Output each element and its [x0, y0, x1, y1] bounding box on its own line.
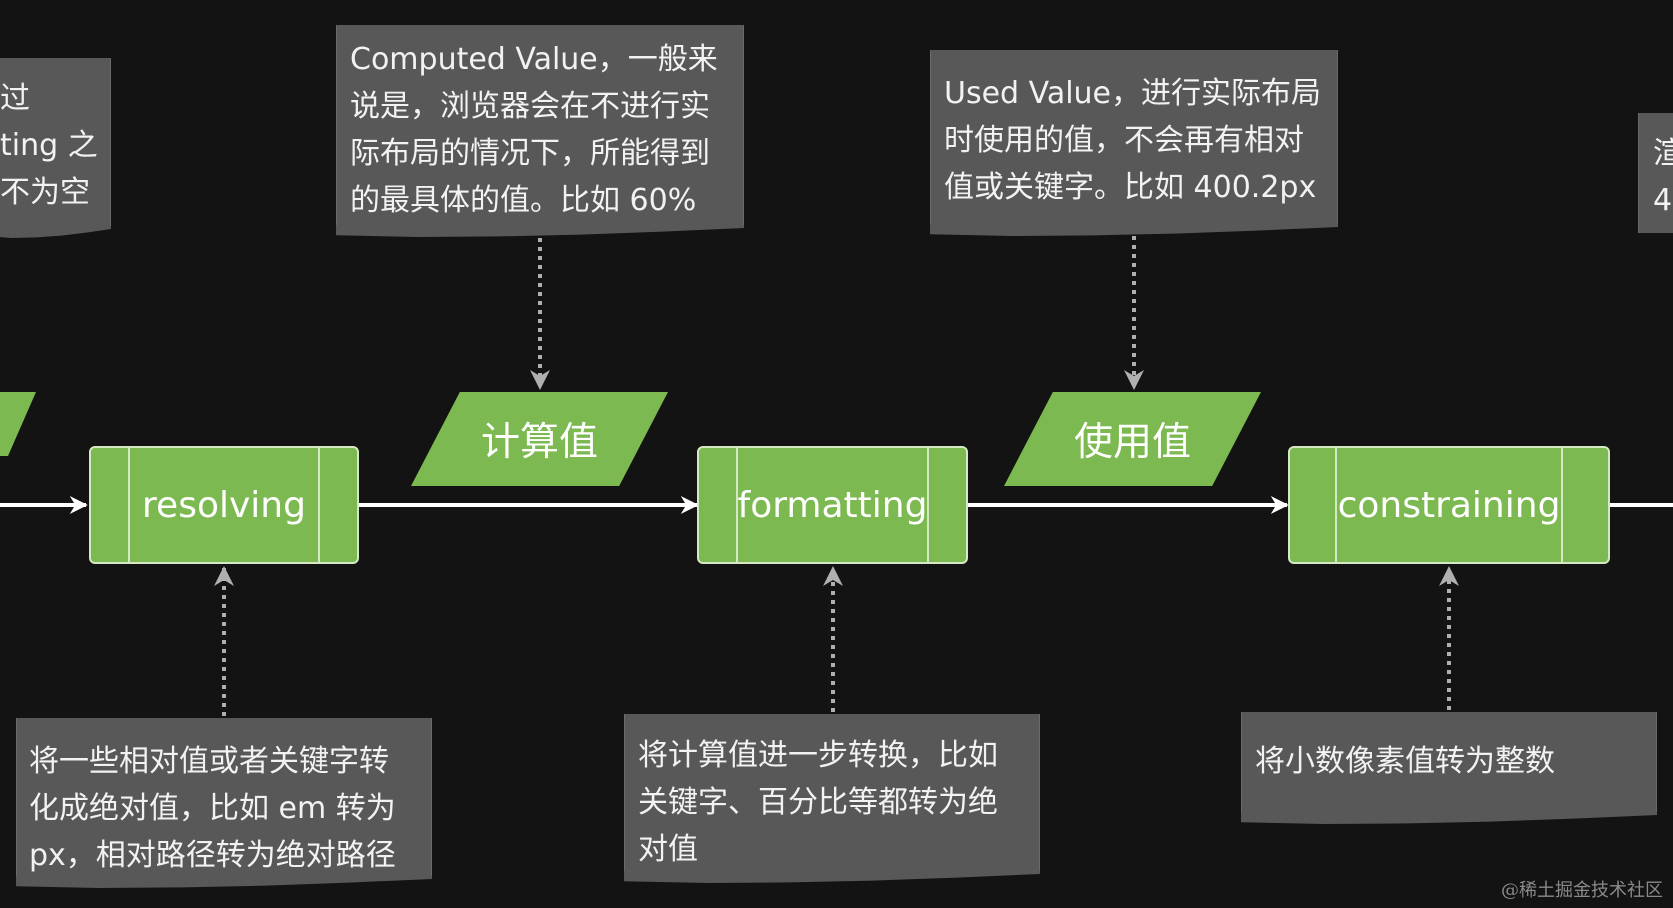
- process-constraining: constraining: [1288, 446, 1610, 564]
- process-resolving-label: resolving: [142, 484, 306, 526]
- note-resolving-desc-text: 将一些相对值或者关键字转 化成绝对值，比如 em 转为 px，相对路径转为绝对路…: [29, 744, 396, 873]
- process-formatting-left-bar: [736, 448, 738, 562]
- note-computed-value-text: Computed Value，一般来 说是，浏览器会在不进行实 际布局的情况下，…: [350, 42, 718, 218]
- used-value-shape: 使用值: [1004, 392, 1261, 486]
- note-used-value: Used Value，进行实际布局 时使用的值，不会再有相对 值或关键字。比如 …: [930, 50, 1338, 224]
- note-left-partial: 过 ting 之 不为空: [0, 58, 111, 226]
- process-constraining-right-bar: [1561, 448, 1563, 562]
- note-left-partial-text: 过 ting 之 不为空: [0, 81, 98, 210]
- process-formatting-label: formatting: [737, 484, 928, 526]
- used-value-label: 使用值: [1073, 420, 1191, 465]
- note-right-partial-text: 渲 4(: [1653, 136, 1673, 218]
- note-formatting-desc-text: 将计算值进一步转换，比如 关键字、百分比等都转为绝 对值: [638, 738, 998, 867]
- note-used-value-text: Used Value，进行实际布局 时使用的值，不会再有相对 值或关键字。比如 …: [944, 76, 1322, 205]
- watermark: @稀土掘金技术社区: [1501, 880, 1663, 901]
- process-resolving-left-bar: [128, 448, 130, 562]
- computed-value-shape: 计算值: [411, 392, 668, 486]
- partial-value-shape-left: [0, 392, 36, 456]
- process-formatting-right-bar: [927, 448, 929, 562]
- note-computed-value: Computed Value，一般来 说是，浏览器会在不进行实 际布局的情况下，…: [336, 25, 744, 225]
- note-constraining-desc-text: 将小数像素值转为整数: [1255, 744, 1555, 779]
- note-formatting-desc: 将计算值进一步转换，比如 关键字、百分比等都转为绝 对值: [624, 714, 1040, 871]
- process-resolving: resolving: [89, 446, 359, 564]
- process-constraining-left-bar: [1335, 448, 1337, 562]
- note-constraining-desc: 将小数像素值转为整数: [1241, 712, 1657, 812]
- note-resolving-desc: 将一些相对值或者关键字转 化成绝对值，比如 em 转为 px，相对路径转为绝对路…: [16, 718, 432, 876]
- process-constraining-label: constraining: [1337, 484, 1561, 526]
- computed-value-label: 计算值: [480, 420, 598, 465]
- process-resolving-right-bar: [318, 448, 320, 562]
- note-right-partial: 渲 4(: [1638, 113, 1673, 233]
- process-formatting: formatting: [697, 446, 968, 564]
